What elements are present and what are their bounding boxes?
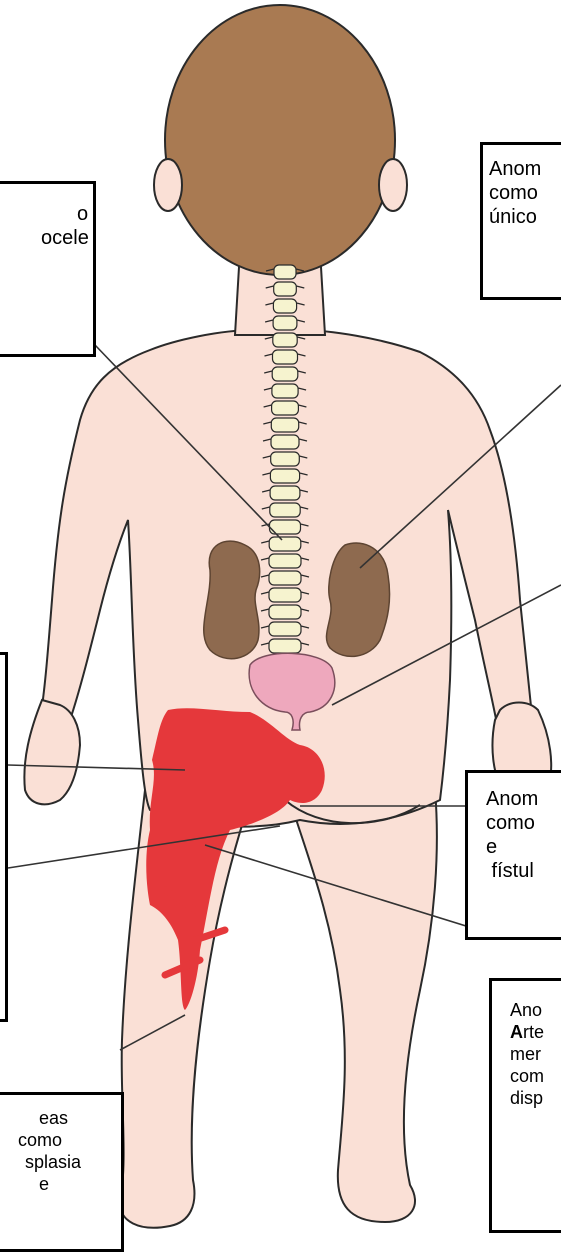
left-kidney [204,541,260,659]
label-anorectal-line2: como [486,811,561,835]
left-ear [154,159,182,211]
label-limb-line4: e [39,1173,121,1195]
label-arterial-line2: Arte [510,1021,561,1043]
left-hand [24,700,80,804]
label-limb-anomaly: eas como splasia e [0,1092,124,1252]
label-arterial-rest: rte [523,1022,544,1042]
label-arterial-line5: disp [510,1087,561,1109]
label-renal-line1: Anom [489,157,561,181]
right-ear [379,159,407,211]
label-anorectal-line4: fístul [486,859,561,883]
label-arterial-bold: A [510,1022,523,1042]
label-arterial-line3: mer [510,1043,561,1065]
label-arterial-anomaly: Ano Arte mer com disp [489,978,561,1233]
label-spinal-line2: ocele [41,226,93,250]
label-spinal-line1: o [77,202,93,226]
label-spinal-anomaly: o ocele [0,181,96,357]
head-hair [165,5,395,275]
label-limb-line2: como [13,1129,121,1151]
label-anorectal-line1: Anom [486,787,561,811]
right-leg [290,790,437,1222]
right-kidney [326,543,389,656]
label-anorectal-line3: e [486,835,561,859]
label-left-side [0,652,8,1022]
label-anorectal-anomaly: Anom como e fístul [465,770,561,940]
label-renal-anomaly: Anom como único [480,142,561,300]
label-arterial-line1: Ano [510,999,561,1021]
label-limb-line3: splasia [25,1151,121,1173]
label-arterial-line4: com [510,1065,561,1087]
label-limb-line1: eas [39,1107,121,1129]
label-renal-line2: como [489,181,561,205]
label-renal-line3: único [489,205,561,229]
